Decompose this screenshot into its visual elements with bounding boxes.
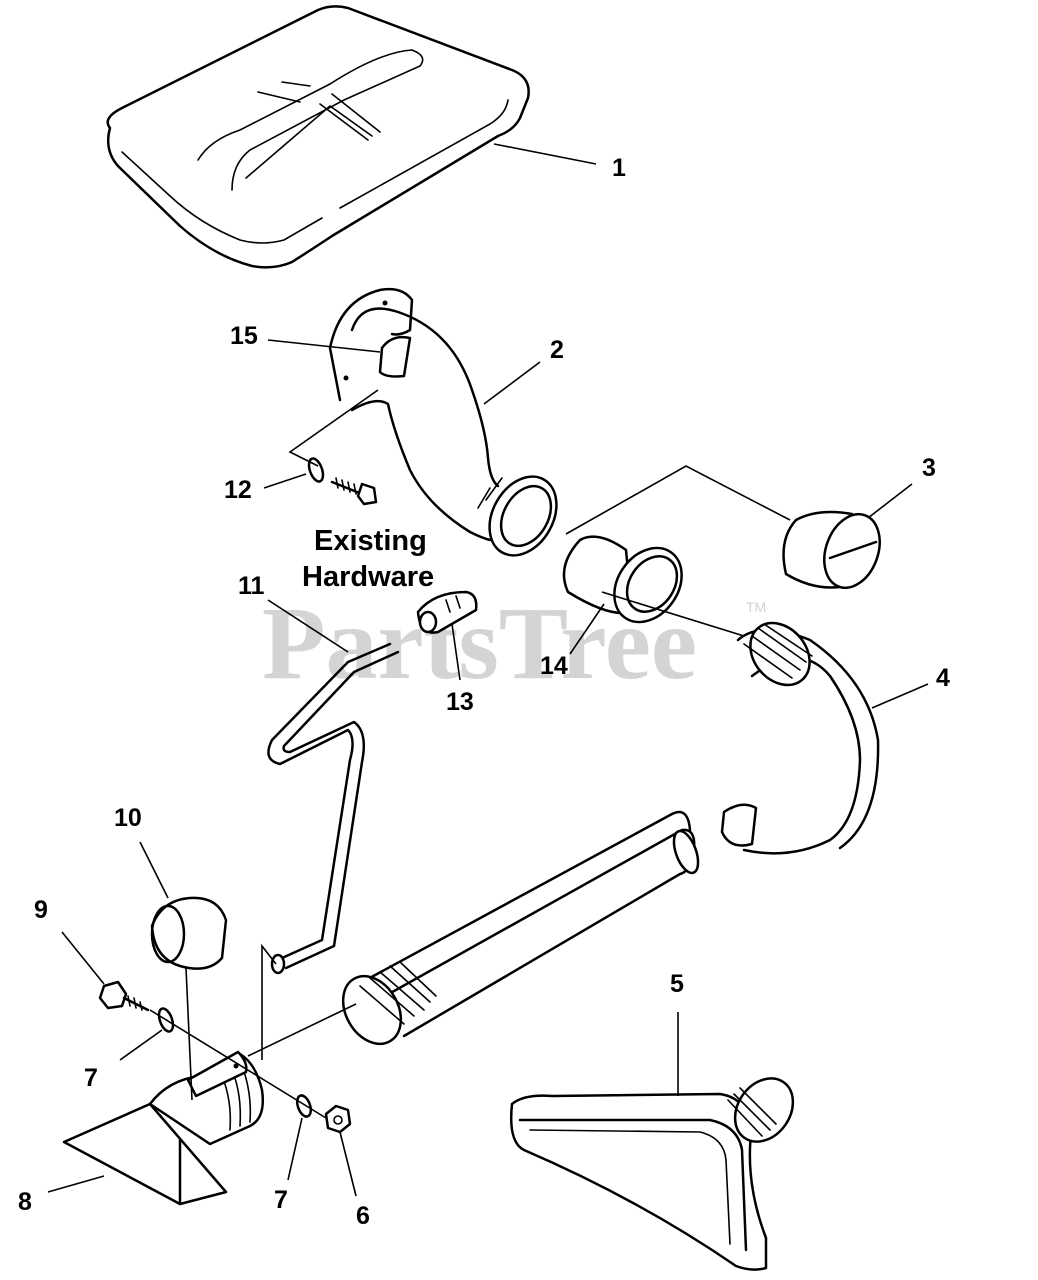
callout-labels: 1 2 3 4 5 6 7 7 8 9 10 11 12 13 14 15 bbox=[18, 154, 950, 1230]
part-11-rod bbox=[267, 642, 400, 975]
callout-10: 10 bbox=[114, 804, 142, 832]
part-8-deflector bbox=[62, 1050, 264, 1206]
callout-1: 1 bbox=[612, 154, 626, 182]
callout-11: 11 bbox=[238, 572, 265, 600]
straight-hose bbox=[341, 810, 700, 1046]
leader-9 bbox=[61, 931, 105, 985]
part-2-outlet-duct bbox=[328, 287, 558, 557]
existing-hardware-note: Existing Hardware bbox=[302, 525, 434, 593]
leader-3 bbox=[867, 483, 913, 519]
callout-8: 8 bbox=[18, 1188, 32, 1216]
callout-6: 6 bbox=[356, 1202, 370, 1230]
part-14-coupler bbox=[562, 535, 683, 624]
leader-6 bbox=[339, 1131, 357, 1197]
leader-14 bbox=[569, 603, 605, 655]
callout-4: 4 bbox=[936, 664, 950, 692]
part-3-cap bbox=[782, 510, 881, 590]
leader-1 bbox=[493, 143, 597, 165]
leader-12 bbox=[263, 473, 307, 489]
alignment-hose bbox=[247, 1003, 357, 1057]
leader-lines bbox=[47, 143, 929, 1197]
alignment-coupler-14 bbox=[601, 591, 745, 637]
hardware-note-line-1: Existing bbox=[314, 525, 427, 557]
callout-12: 12 bbox=[224, 476, 252, 504]
callout-5: 5 bbox=[670, 970, 684, 998]
part-5-wide-nozzle bbox=[510, 1077, 795, 1271]
callout-14: 14 bbox=[540, 652, 568, 680]
callout-9: 9 bbox=[34, 896, 48, 924]
part-6-nut bbox=[324, 1104, 352, 1134]
alignment-cap-3 bbox=[565, 465, 791, 535]
hardware-note-line-2: Hardware bbox=[302, 561, 434, 593]
leader-2 bbox=[483, 361, 541, 405]
alignment-bolt-12 bbox=[288, 389, 379, 467]
part-12-hardware bbox=[307, 457, 378, 506]
callout-7-lower: 7 bbox=[274, 1186, 288, 1214]
callout-7-upper: 7 bbox=[84, 1064, 98, 1092]
leader-15 bbox=[267, 339, 381, 353]
part-4-curved-hose bbox=[720, 621, 880, 855]
leader-11 bbox=[267, 599, 349, 653]
part-1-cover bbox=[106, 5, 530, 269]
callout-2: 2 bbox=[550, 336, 564, 364]
alignment-rod-11 bbox=[261, 943, 277, 1060]
alignment-bolt-9 bbox=[149, 1009, 327, 1119]
alignment-lines bbox=[149, 389, 791, 1119]
leader-4 bbox=[871, 683, 929, 709]
callout-3: 3 bbox=[922, 454, 936, 482]
leader-8 bbox=[47, 1175, 105, 1193]
part-13-grip bbox=[416, 590, 478, 634]
callout-15: 15 bbox=[230, 322, 258, 350]
part-9-bolt bbox=[98, 980, 150, 1012]
leader-13 bbox=[451, 623, 461, 681]
part-15-insert bbox=[378, 335, 412, 378]
leader-10 bbox=[139, 841, 169, 899]
callout-13: 13 bbox=[446, 688, 474, 716]
watermark: PartsTree TM bbox=[262, 586, 766, 701]
leader-7b bbox=[287, 1117, 303, 1181]
part-7-washer-lower bbox=[295, 1094, 313, 1118]
watermark-trademark: TM bbox=[746, 599, 766, 615]
part-10-clamp bbox=[150, 896, 228, 970]
leader-7a bbox=[119, 1029, 163, 1061]
